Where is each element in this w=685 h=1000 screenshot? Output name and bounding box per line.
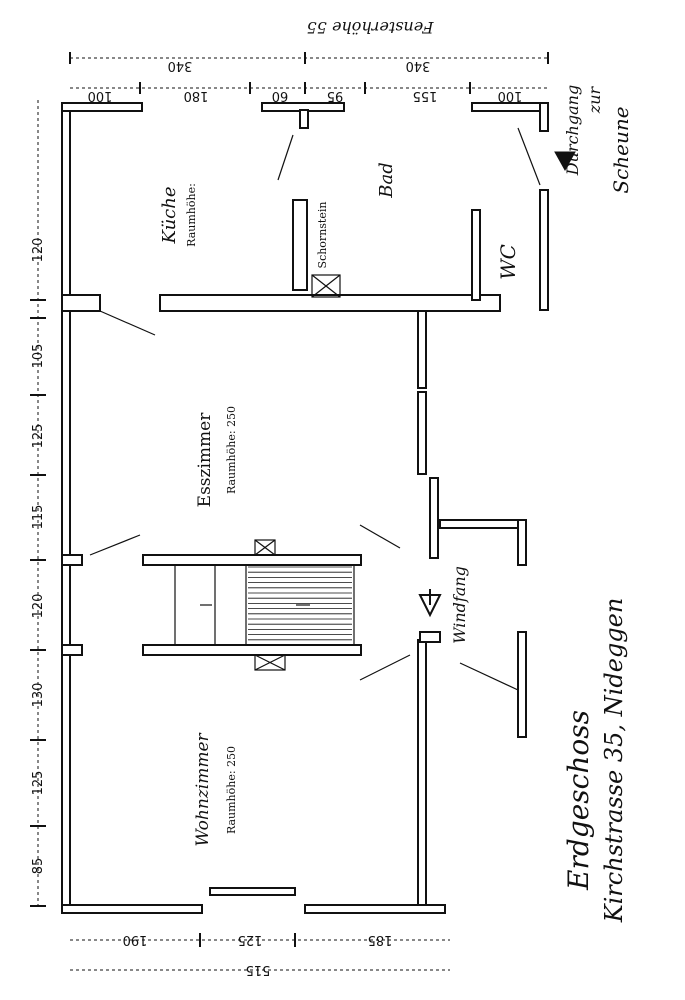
durchgang-line1: Durchgang [563,85,582,176]
passage-arrow-icon [554,151,576,172]
plan-title-line1: Erdgeschoss [562,710,595,891]
top-dim-seg-3: 60 [272,88,289,103]
room-esszimmer-height: Raumhöhe: 250 [225,406,238,494]
top-dim-total-left: 340 [168,58,193,73]
top-dim-seg-4: 95 [327,88,344,103]
interior-walls [61,109,527,738]
door-swings [89,127,541,691]
room-wohnzimmer-name: Wohnzimmer [193,732,213,846]
left-dim-5: 120 [31,594,46,619]
left-dim-7: 125 [31,771,46,796]
left-dim-4: 115 [31,505,46,530]
bottom-dim-seg-3: 185 [368,932,393,947]
top-dim-seg-5: 155 [413,88,438,103]
bottom-dimension-chain: 190 125 185 515 [70,932,450,977]
bottom-dim-seg-2: 125 [238,932,263,947]
durchgang-line3: Scheune [609,106,633,193]
durchgang-line2: zur [585,85,604,114]
left-dim-2: 105 [31,344,46,369]
top-dim-seg-1: 100 [88,88,113,103]
top-dimension-chain: 340 340 100 180 60 95 155 100 [69,52,549,103]
bottom-dim-total: 515 [246,962,271,977]
room-wohnzimmer-height: Raumhöhe: 250 [225,746,238,834]
chimney: Schornstein [311,202,341,298]
window-height-note: Fensterhöhe 55 [307,18,435,37]
room-wc-name: WC [496,244,520,280]
staircase [174,539,355,671]
entrance-arrow-icon [418,589,442,618]
top-dim-total-right: 340 [406,58,431,73]
top-dim-seg-2: 180 [184,88,209,103]
room-esszimmer-name: Esszimmer [195,412,215,508]
top-dim-seg-6: 100 [498,88,523,103]
left-dim-8: 85 [31,858,46,875]
left-dim-6: 130 [31,683,46,708]
room-bad-name: Bad [376,162,397,198]
plan-title-line2: Kirchstrasse 35, Nideggen [600,598,628,924]
left-dim-1: 120 [31,238,46,263]
bottom-dim-seg-1: 190 [123,932,148,947]
room-kueche-height: Raumhöhe: [185,183,198,247]
exterior-walls [61,102,549,914]
schornstein-label: Schornstein [316,202,329,269]
left-dimension-chain: 120 105 125 115 120 130 125 85 [30,100,46,910]
room-windfang-name: Windfang [450,566,469,644]
left-dim-3: 125 [31,424,46,449]
room-kueche-name: Küche [159,187,180,245]
